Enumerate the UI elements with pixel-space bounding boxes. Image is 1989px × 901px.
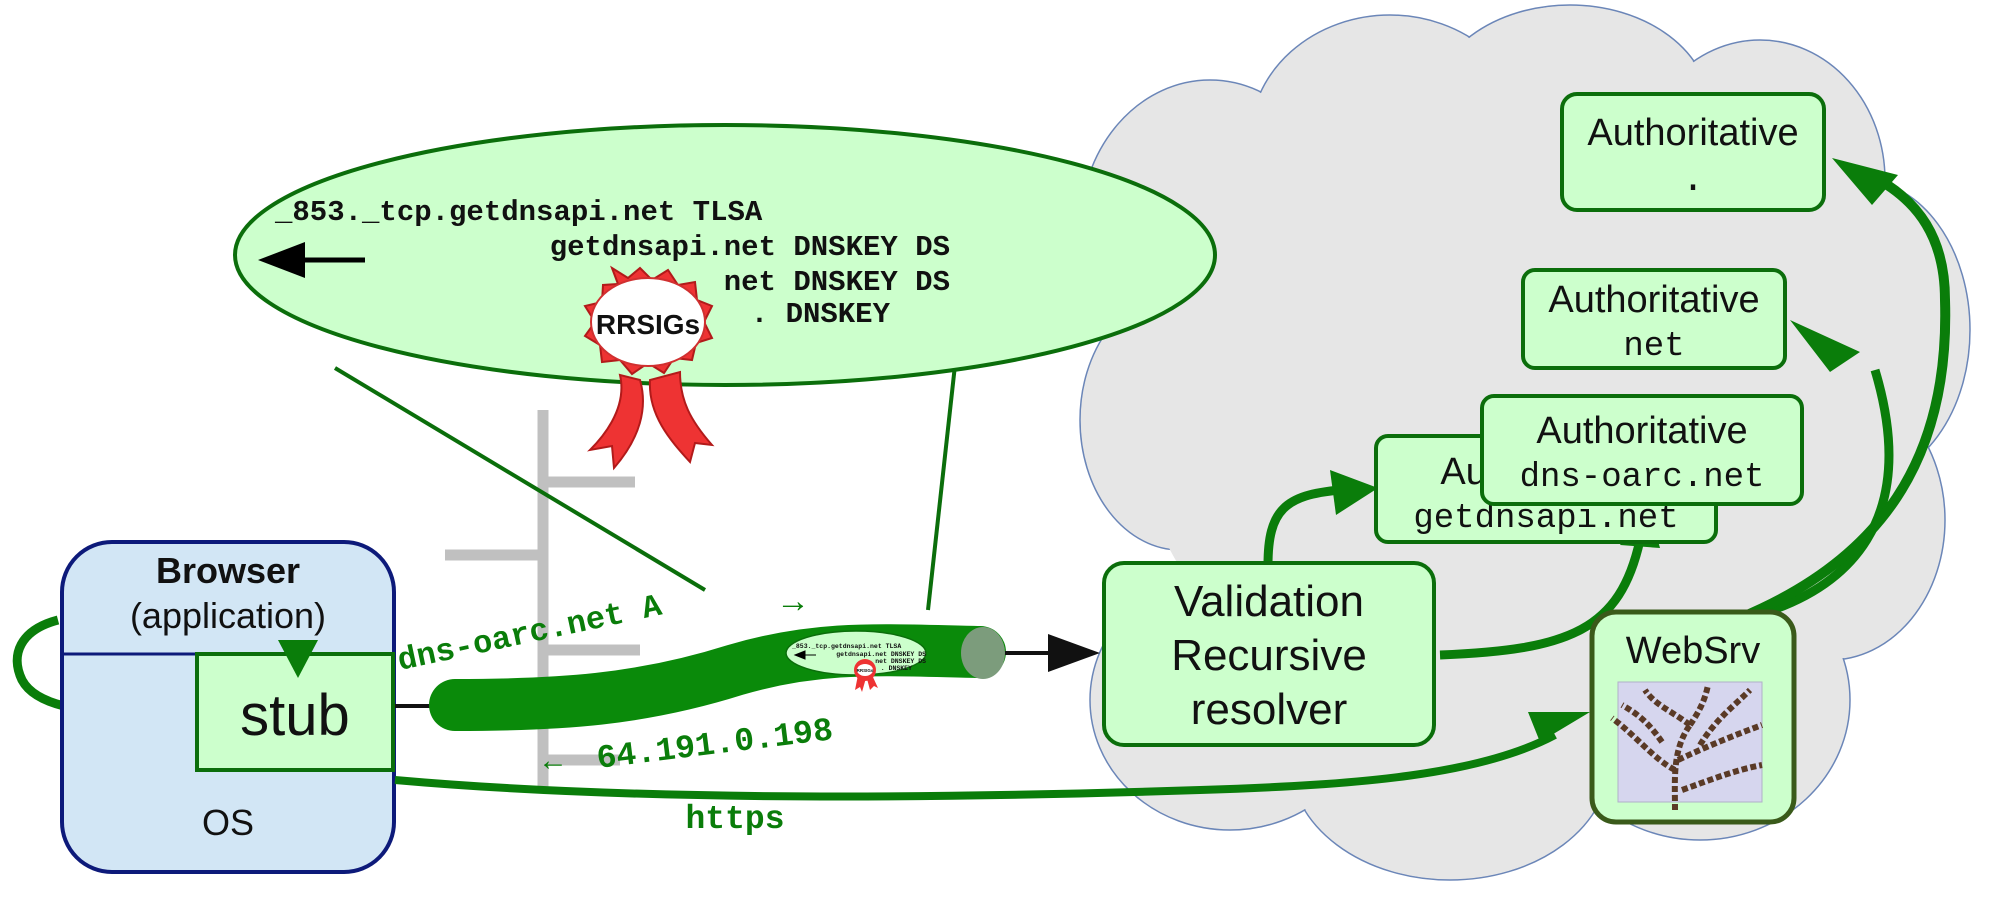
query-arrow: → [776, 582, 810, 620]
https-arrowhead-icon [1528, 712, 1590, 742]
answer-arrow: ← [538, 744, 568, 777]
flow-arrowhead-getdnsapi-icon [1330, 470, 1378, 515]
resolver-line-1: Validation [1174, 577, 1364, 626]
right-arrow-icon [1048, 634, 1100, 672]
resolver-line-3: resolver [1191, 685, 1348, 734]
seal-label: RRSIGs [596, 309, 700, 340]
tiny-line-1: _853._tcp.getdnsapi.net TLSA [791, 643, 901, 650]
bubble-line-2: getdnsapi.net DNSKEY DS [550, 231, 950, 264]
resolver-line-2: Recursive [1171, 631, 1367, 680]
web-server: WebSrv [1589, 609, 1797, 825]
flow-arrowhead-root-icon [1832, 158, 1898, 205]
auth-getdnsapi-zone: getdnsapi.net [1413, 500, 1678, 538]
os-label: OS [202, 802, 254, 843]
bubble-line-4: . DNSKEY [751, 298, 891, 331]
flow-arrowhead-net-icon [1790, 320, 1860, 372]
left-arrow-icon [258, 242, 365, 278]
tiny-line-2: getdnsapi.net DNSKEY DS [836, 651, 926, 658]
callout-lines [333, 337, 960, 611]
answer-label: 64.191.0.198 [595, 712, 835, 778]
validating-resolver: Validation Recursive resolver [1102, 561, 1436, 747]
authoritative-dns-oarc: Authoritative dns-oarc.net [1480, 394, 1804, 506]
auth-root-zone: . [1682, 159, 1705, 202]
rrsig-seal-icon: RRSIGs [583, 265, 715, 471]
authoritative-net: Authoritative net [1521, 268, 1787, 370]
bubble-line-1: _853._tcp.getdnsapi.net TLSA [274, 196, 763, 229]
tiny-seal-icon: RRSIGs [854, 659, 878, 692]
tiny-seal-label: RRSIGs [857, 668, 874, 673]
auth-oarc-title: Authoritative [1536, 410, 1747, 452]
query-label: dns-oarc.net A [394, 588, 665, 680]
auth-net-zone: net [1623, 328, 1684, 366]
browser-title: Browser [156, 550, 300, 591]
resolution-flows [1263, 170, 1951, 660]
client-host: Browser (application) OS stub [12, 540, 396, 874]
stub-label: stub [240, 683, 350, 748]
browser-subtitle: (application) [130, 595, 326, 636]
dnssec-chain-bubble: _853._tcp.getdnsapi.net TLSA getdnsapi.n… [233, 123, 1217, 471]
bubble-line-3: net DNSKEY DS [724, 266, 950, 299]
https-connection [394, 731, 1557, 801]
tiny-left-arrow-icon [793, 650, 816, 660]
authoritative-root: Authoritative . [1560, 92, 1826, 212]
tiny-line-3: net DNSKEY DS [875, 658, 926, 665]
webserver-label: WebSrv [1626, 630, 1760, 672]
down-arrow-icon [278, 640, 318, 678]
stub-resolver-box [195, 652, 395, 772]
auth-net-title: Authoritative [1548, 279, 1759, 321]
tls-tunnel: _853._tcp.getdnsapi.net TLSA getdnsapi.n… [429, 624, 1006, 731]
https-label: https [685, 801, 784, 838]
auth-root-title: Authoritative [1587, 112, 1798, 154]
tree-graph-icon [1610, 684, 1764, 811]
tiny-dnssec-bubble: _853._tcp.getdnsapi.net TLSA getdnsapi.n… [785, 630, 927, 692]
tiny-line-4: . DNSKEY [881, 665, 912, 672]
auth-oarc-zone: dns-oarc.net [1520, 459, 1765, 497]
